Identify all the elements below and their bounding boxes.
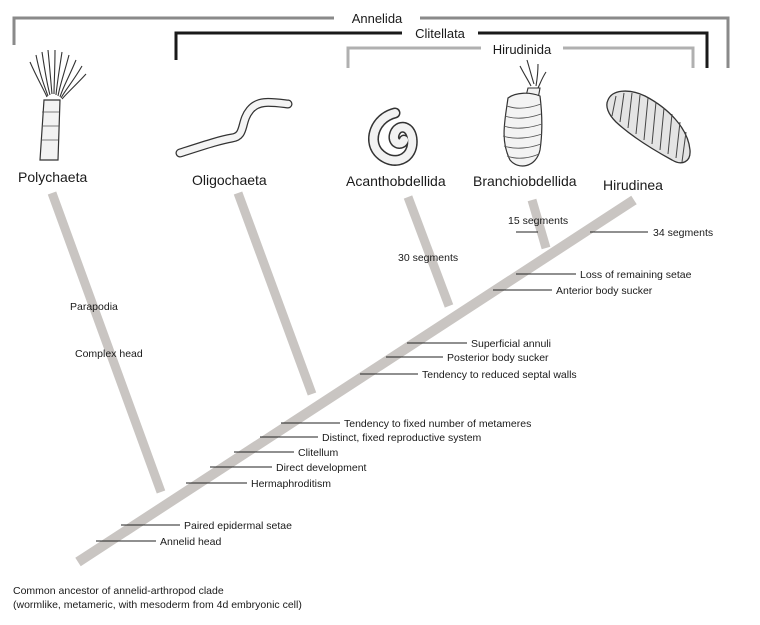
taxon-hirudinea: Hirudinea [603,177,663,193]
hirudinida-label: Hirudinida [493,42,552,57]
char-reduced-septal: Tendency to reduced septal walls [422,369,577,381]
polychaete-illustration [29,49,87,161]
clitellata-label: Clitellata [415,26,466,41]
caption-line-2: (wormlike, metameric, with mesoderm from… [13,599,302,611]
char-anterior-sucker: Anterior body sucker [556,285,653,297]
taxon-polychaeta: Polychaeta [18,169,87,185]
char-complex-head: Complex head [75,348,143,360]
char-loss-setae: Loss of remaining setae [580,269,692,281]
clitellata-characters: Tendency to fixed number of metameres Di… [186,418,531,490]
char-reproductive-system: Distinct, fixed reproductive system [322,432,482,444]
polychaeta-characters: Parapodia Complex head [70,301,143,360]
branch-polychaeta [47,191,166,494]
branchiobdellid-illustration [502,59,547,167]
char-annelid-head: Annelid head [160,536,221,548]
branch-branchiobdellida [527,198,551,250]
hirudinida-bracket: Hirudinida [346,40,695,68]
ancestor-caption: Common ancestor of annelid-arthropod cla… [13,585,302,611]
hirudinea-characters: 34 segments [590,227,713,239]
char-15-segments: 15 segments [508,215,568,227]
taxon-oligochaeta: Oligochaeta [192,172,267,188]
hirudinean-illustration [606,90,691,164]
hirudinida-clade-characters: Superficial annuli Posterior body sucker… [360,338,577,381]
char-hermaphroditism: Hermaphroditism [251,478,331,490]
caption-line-1: Common ancestor of annelid-arthropod cla… [13,585,224,597]
char-fixed-metameres: Tendency to fixed number of metameres [344,418,531,430]
char-parapodia: Parapodia [70,301,118,313]
branch-acanthobdellida [403,195,454,308]
char-direct-development: Direct development [276,462,367,474]
char-superficial-annuli: Superficial annuli [471,338,551,350]
annelida-label: Annelida [352,11,403,26]
branchiobdellida-characters: 15 segments [508,215,568,233]
taxon-branchiobdellida: Branchiobdellida [473,173,577,189]
char-34-segments: 34 segments [653,227,713,239]
char-posterior-sucker: Posterior body sucker [447,352,549,364]
branch-oligochaeta [233,191,317,396]
clitellata-bracket: Clitellata [174,25,709,68]
oligochaete-illustration [175,97,293,158]
acanthobdellid-illustration [368,107,418,166]
annelida-characters: Paired epidermal setae Annelid head [96,520,292,548]
annelida-bracket: Annelida [12,9,730,68]
main-stem [75,195,637,567]
char-clitellum: Clitellum [298,447,339,459]
acanthobdellida-characters: 30 segments [398,252,458,264]
char-30-segments: 30 segments [398,252,458,264]
tree-branches [47,191,637,567]
hirudinida-characters: Loss of remaining setae Anterior body su… [493,269,692,297]
taxon-acanthobdellida: Acanthobdellida [346,173,446,189]
char-paired-setae: Paired epidermal setae [184,520,292,532]
